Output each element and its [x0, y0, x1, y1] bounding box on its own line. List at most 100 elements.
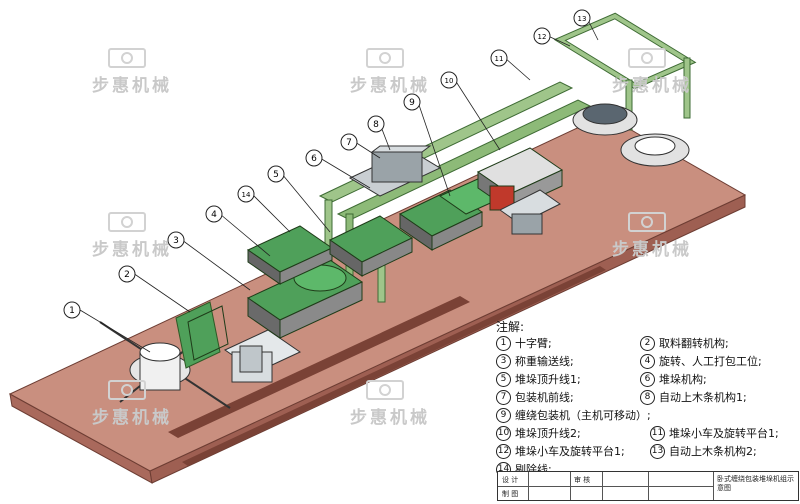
legend-number: 11	[650, 425, 665, 441]
legend-item: 10 堆垛顶升线2;	[496, 425, 581, 441]
watermark: 步惠机械	[92, 212, 172, 260]
legend-text: 堆垛顶升线1;	[515, 373, 581, 386]
legend-text: 堆垛小车及旋转平台1;	[669, 427, 779, 440]
camera-icon	[366, 48, 404, 68]
leader-5	[281, 173, 331, 233]
leader-7	[354, 141, 381, 159]
wrapping-line	[399, 177, 508, 251]
leader-3	[181, 239, 251, 291]
leader-4	[219, 213, 271, 257]
callout-number: 1	[69, 306, 75, 316]
legend-text: 堆垛机构;	[659, 373, 707, 386]
legend-text: 取料翻转机构;	[659, 337, 729, 350]
legend-number: 1	[496, 335, 511, 351]
reject-line	[246, 225, 334, 285]
weighing-conveyor	[223, 329, 302, 383]
callout-3: 3	[167, 231, 185, 249]
watermark: 步惠机械	[92, 380, 172, 428]
callout-11: 11	[490, 49, 508, 67]
leader-11	[504, 57, 531, 81]
legend-text: 堆垛顶升线2;	[515, 427, 581, 440]
leader-lines	[79, 19, 599, 353]
legend-number: 8	[640, 389, 655, 405]
callout-10: 10	[440, 71, 458, 89]
callout-5: 5	[267, 165, 285, 183]
camera-icon	[108, 212, 146, 232]
callout-9: 9	[403, 93, 421, 111]
watermark: 步惠机械	[350, 48, 430, 96]
wood-strip-mechanism	[499, 189, 561, 235]
callout-number: 11	[495, 55, 504, 63]
legend-number: 6	[640, 371, 655, 387]
callout-number: 12	[538, 33, 547, 41]
legend-text: 缠绕包装机（主机可移动）;	[515, 409, 651, 422]
legend-text: 自动上木条机构2;	[669, 445, 757, 458]
legend-item: 9 缠绕包装机（主机可移动）;	[496, 407, 651, 423]
draw-label: 制 图	[502, 490, 519, 498]
legend-text: 称重输送线;	[515, 355, 574, 368]
watermark: 步惠机械	[612, 48, 692, 96]
callout-8: 8	[367, 115, 385, 133]
legend-item: 2 取料翻转机构;	[640, 335, 729, 351]
legend-item: 4 旋转、人工打包工位;	[640, 353, 762, 369]
camera-icon	[628, 48, 666, 68]
legend-text: 十字臂;	[515, 337, 552, 350]
callout-4: 4	[205, 205, 223, 223]
floor-trench	[168, 296, 470, 438]
callout-number: 13	[578, 15, 587, 23]
callout-14: 14	[237, 185, 255, 203]
legend-item: 13 自动上木条机构2;	[650, 443, 757, 459]
callout-number: 10	[445, 77, 454, 85]
callout-number: 7	[346, 138, 352, 148]
legend-number: 4	[640, 353, 655, 369]
watermark: 步惠机械	[612, 212, 692, 260]
camera-icon	[628, 212, 666, 232]
flip-mechanism	[175, 301, 229, 369]
callout-number: 5	[273, 170, 279, 180]
rotary-platform-1	[572, 103, 638, 136]
callout-13: 13	[573, 9, 591, 27]
leader-14	[251, 193, 291, 233]
cross-arm	[99, 321, 231, 409]
callout-number: 4	[211, 210, 217, 220]
watermark: 步惠机械	[350, 380, 430, 428]
camera-icon	[108, 48, 146, 68]
design-label: 设 计	[502, 476, 519, 484]
legend-item: 3 称重输送线;	[496, 353, 574, 369]
leader-6	[319, 157, 371, 189]
legend-item: 8 自动上木条机构1;	[640, 389, 747, 405]
callout-number: 9	[409, 98, 415, 108]
callout-number: 8	[373, 120, 379, 130]
legend-item: 1 十字臂;	[496, 335, 552, 351]
legend-text: 旋转、人工打包工位;	[659, 355, 762, 368]
legend-text: 自动上木条机构1;	[659, 391, 747, 404]
legend-number: 9	[496, 407, 511, 423]
callout-1: 1	[63, 301, 81, 319]
camera-icon	[108, 380, 146, 400]
camera-icon	[366, 380, 404, 400]
legend-number: 2	[640, 335, 655, 351]
legend-number: 3	[496, 353, 511, 369]
callout-number: 6	[311, 154, 317, 164]
leader-13	[587, 19, 599, 41]
legend-number: 10	[496, 425, 511, 441]
floor-trench	[182, 266, 606, 466]
stacking-lift-line-1	[329, 215, 413, 277]
leader-1	[79, 309, 151, 353]
leader-9	[417, 101, 451, 197]
callout-number: 14	[242, 191, 251, 199]
callout-2: 2	[118, 265, 136, 283]
legend-item: 12 堆垛小车及旋转平台1;	[496, 443, 625, 459]
stacking-gantry-2	[553, 12, 697, 131]
callout-number: 2	[124, 270, 130, 280]
legend-text: 堆垛小车及旋转平台1;	[515, 445, 625, 458]
legend-number: 12	[496, 443, 511, 459]
callout-12: 12	[533, 27, 551, 45]
legend-number: 13	[650, 443, 665, 459]
title-block-divider	[498, 486, 713, 487]
callout-7: 7	[340, 133, 358, 151]
legend-item: 6 堆垛机构;	[640, 371, 707, 387]
